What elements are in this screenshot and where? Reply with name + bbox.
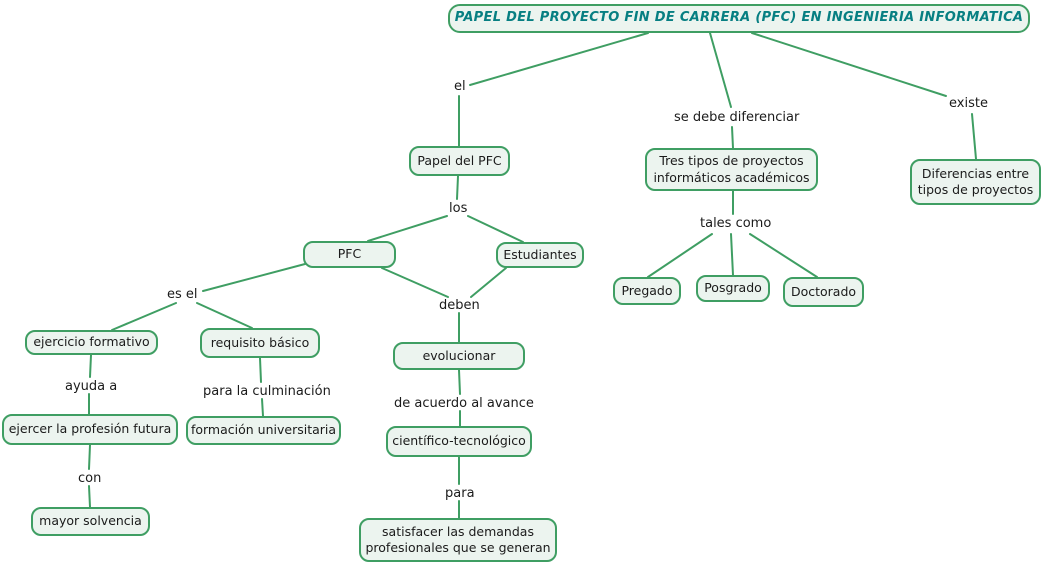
link-label-para: para bbox=[445, 486, 475, 501]
connector-line bbox=[749, 233, 818, 278]
connector-line bbox=[709, 32, 732, 108]
node-title: PAPEL DEL PROYECTO FIN DE CARRERA (PFC) … bbox=[448, 4, 1030, 33]
link-label-deben: deben bbox=[439, 298, 480, 313]
node-diferencias: Diferencias entre tipos de proyectos bbox=[910, 159, 1041, 205]
connector-line bbox=[751, 32, 947, 97]
connector-line bbox=[647, 233, 713, 278]
connector-line bbox=[467, 215, 524, 243]
link-label-se-debe-diferenciar: se debe diferenciar bbox=[674, 110, 800, 125]
node-mayor-solvencia: mayor solvencia bbox=[31, 507, 150, 536]
node-requisito-basico: requisito básico bbox=[200, 328, 320, 358]
connector-line bbox=[259, 357, 262, 383]
node-ejercicio-formativo: ejercicio formativo bbox=[25, 330, 158, 355]
connector-line bbox=[88, 485, 91, 508]
link-label-ayuda-a: ayuda a bbox=[65, 379, 118, 394]
node-doctorado: Doctorado bbox=[783, 277, 864, 307]
node-pregado: Pregado bbox=[613, 277, 681, 305]
link-label-para-la-culminacion: para la culminación bbox=[203, 384, 331, 399]
connector-line bbox=[202, 263, 306, 292]
connector-line bbox=[971, 113, 977, 160]
link-label-de-acuerdo-al-avance: de acuerdo al avance bbox=[394, 396, 534, 411]
node-satisfacer: satisfacer las demandas profesionales qu… bbox=[359, 518, 557, 562]
node-pfc: PFC bbox=[303, 241, 396, 268]
link-label-es-el: es el bbox=[167, 287, 198, 302]
connector-line bbox=[196, 302, 253, 329]
node-ejercer-profesion: ejercer la profesión futura bbox=[2, 414, 178, 445]
link-label-existe: existe bbox=[949, 96, 988, 111]
connector-line bbox=[730, 233, 734, 276]
link-label-los: los bbox=[449, 201, 468, 216]
connector-line bbox=[731, 126, 734, 149]
link-label-tales-como: tales como bbox=[700, 216, 772, 231]
node-cientifico-tecnologico: científico-tecnológico bbox=[386, 426, 532, 457]
link-label-el: el bbox=[454, 79, 466, 94]
node-formacion-universitaria: formación universitaria bbox=[186, 416, 341, 445]
connector-line bbox=[469, 32, 649, 86]
node-tres-tipos: Tres tipos de proyectos informáticos aca… bbox=[645, 148, 818, 191]
connector-line bbox=[89, 354, 92, 378]
connector-line bbox=[111, 302, 177, 331]
node-evolucionar: evolucionar bbox=[393, 342, 525, 370]
connector-line bbox=[367, 215, 448, 242]
connector-line bbox=[88, 444, 91, 470]
link-label-con: con bbox=[78, 471, 102, 486]
node-papel-del-pfc: Papel del PFC bbox=[409, 146, 510, 176]
connector-line bbox=[458, 369, 461, 395]
connector-line bbox=[470, 267, 507, 298]
node-posgrado: Posgrado bbox=[696, 275, 770, 302]
connector-line bbox=[261, 398, 264, 417]
node-estudiantes: Estudiantes bbox=[496, 242, 584, 268]
connector-line bbox=[456, 175, 459, 200]
connector-line bbox=[381, 267, 449, 298]
